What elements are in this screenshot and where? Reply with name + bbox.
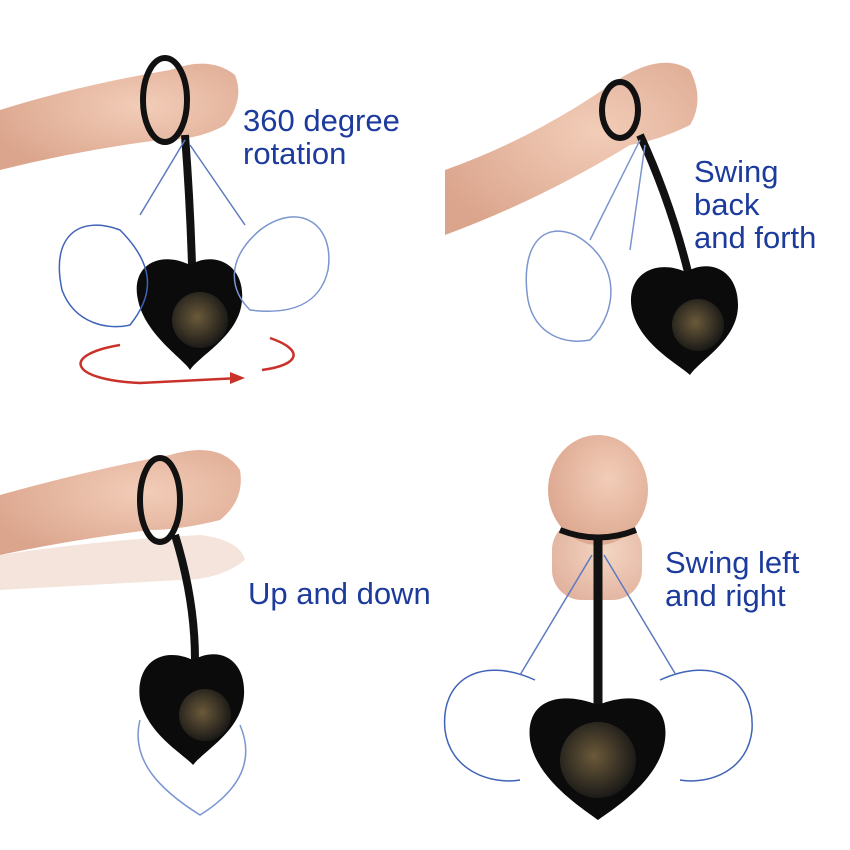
model-shape (0, 450, 241, 555)
stem (171, 533, 199, 661)
label-swing-back-forth: Swing back and forth (694, 154, 817, 255)
orb (172, 292, 228, 348)
motion-outline (137, 719, 247, 816)
stem (636, 133, 692, 273)
motion-outline-right (233, 216, 330, 312)
orb (672, 299, 724, 351)
motion-outline (525, 230, 612, 342)
ring (137, 455, 183, 545)
label-up-down: Up and down (248, 576, 431, 611)
arrow-head-icon (230, 372, 245, 384)
ring (558, 527, 638, 541)
ring (599, 79, 641, 141)
panel-left-right (443, 435, 753, 820)
model-shape (445, 62, 698, 236)
model-shape (548, 435, 648, 545)
label-swing-left-right: Swing left and right (665, 545, 800, 613)
orb (560, 722, 636, 798)
label-360-rotation: 360 degree rotation (243, 103, 400, 171)
panel-up-down (0, 450, 247, 816)
motion-outline-left (58, 224, 149, 328)
panel-rotation (0, 55, 330, 385)
orb (179, 689, 231, 741)
stem (181, 134, 196, 266)
panel-back-forth (445, 62, 738, 375)
motion-outline-right (659, 669, 753, 782)
ring (140, 55, 190, 145)
motion-outline-left (443, 669, 536, 782)
rotation-arrow (79, 343, 241, 385)
model-shape (0, 63, 239, 170)
